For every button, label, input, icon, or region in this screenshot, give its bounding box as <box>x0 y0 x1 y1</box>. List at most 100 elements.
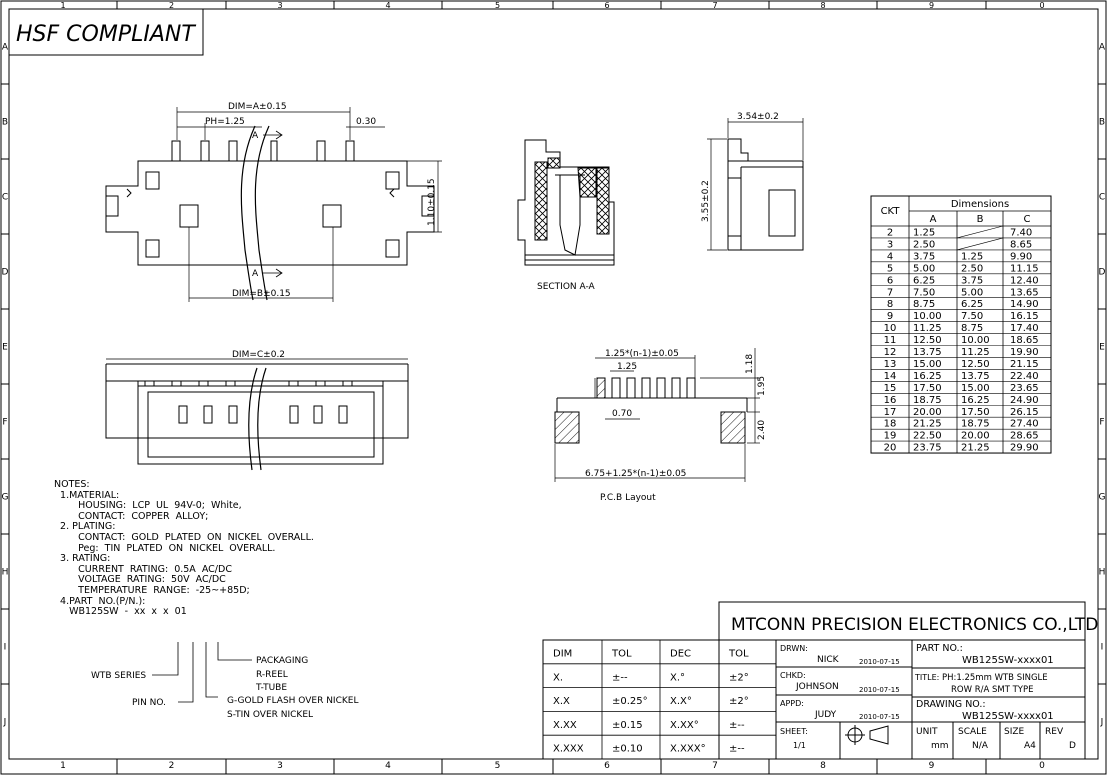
zone-row-label-left: H <box>2 568 9 578</box>
zone-row-label-right: J <box>1100 718 1104 728</box>
company-name: MTCONN PRECISION ELECTRONICS CO.,LTD <box>731 615 1098 635</box>
pcb-dim-118: 1.18 <box>745 354 755 374</box>
drwn-label: DRWN: <box>780 644 808 653</box>
pcb-dim-top: 1.25*(n-1)±0.05 <box>605 349 679 359</box>
dim-a-cell: 7.50 <box>913 287 935 298</box>
title-line1: PH:1.25mm WTB SINGLE <box>942 673 1048 683</box>
unit-label: UNIT <box>916 727 938 737</box>
notes-line: TEMPERATURE RANGE: -25~+85D; <box>54 584 250 596</box>
tolerance-cell: X.XXX <box>553 744 584 755</box>
dim-a-cell: 10.00 <box>913 311 942 322</box>
pcb-labels: 1.25*(n-1)±0.05 1.25 1.18 1.95 0.70 2.40… <box>585 349 767 503</box>
dim-b-cell: 12.50 <box>961 359 990 370</box>
top-view-labels: DIM=A±0.15 PH=1.25 0.30 A A 1.10±0.15 DI… <box>205 102 437 299</box>
pin-width-label: 0.30 <box>356 117 376 127</box>
pitch-label: PH=1.25 <box>205 117 245 127</box>
dimensions-col-header: C <box>1024 214 1031 225</box>
dim-b-label: DIM=B±0.15 <box>232 289 291 299</box>
ckt-cell: 10 <box>884 323 897 334</box>
side-height-label: 3.55±0.2 <box>701 180 711 222</box>
pcb-layout-label: P.C.B Layout <box>600 493 656 503</box>
zone-col-label-bottom: 4 <box>385 761 391 771</box>
sheet-value: 1/1 <box>793 741 806 750</box>
zone-row-label-right: I <box>1101 643 1104 653</box>
tolerance-cell: X.XX <box>553 720 577 731</box>
dim-a-cell: 22.50 <box>913 431 942 442</box>
ckt-cell: 11 <box>884 335 897 346</box>
pcb-dim-195: 1.95 <box>757 376 767 396</box>
chkd-name: JOHNSON <box>795 682 839 692</box>
zone-col-label-bottom: 8 <box>820 761 826 771</box>
zone-col-label-top: 5 <box>495 1 500 10</box>
part-number-legend-labels: WTB SERIES PIN NO. PACKAGING R-REEL T-TU… <box>91 656 358 720</box>
zone-row-label-left: A <box>2 43 9 53</box>
tolerance-header: TOL <box>611 648 632 659</box>
zone-row-label-right: G <box>1099 493 1106 503</box>
ckt-cell: 6 <box>887 275 893 286</box>
zone-row-label-left: D <box>2 268 9 278</box>
ckt-cell: 13 <box>884 359 897 370</box>
dim-b-cell: 15.00 <box>961 383 990 394</box>
t-tube-label: T-TUBE <box>255 683 287 693</box>
rev-label: REV <box>1045 727 1064 737</box>
pin-no-label: PIN NO. <box>132 698 166 708</box>
pcb-dim-bottom: 6.75+1.25*(n-1)±0.05 <box>585 469 686 479</box>
dim-a-cell: 2.50 <box>913 239 935 250</box>
notes-line: CURRENT RATING: 0.5A AC/DC <box>54 563 232 575</box>
chkd-label: CHKD: <box>780 671 806 680</box>
wtb-series-label: WTB SERIES <box>91 671 146 681</box>
dim-c-cell: 14.90 <box>1010 299 1039 310</box>
notes-line: 2. PLATING: <box>54 521 116 533</box>
size-value: A4 <box>1024 741 1036 751</box>
zone-row-label-left: E <box>2 343 8 353</box>
pcb-pitch: 1.25 <box>617 362 637 372</box>
packaging-label: PACKAGING <box>256 656 308 666</box>
ckt-cell: 15 <box>884 383 897 394</box>
s-tin-label: S-TIN OVER NICKEL <box>227 710 313 720</box>
dim-c-cell: 18.65 <box>1010 335 1039 346</box>
tolerance-cell: ±0.10 <box>612 744 643 755</box>
tolerance-cell: ±-- <box>612 672 628 683</box>
dim-a-cell: 16.25 <box>913 371 942 382</box>
ckt-cell: 14 <box>884 371 897 382</box>
dim-b-cell: 8.75 <box>961 323 983 334</box>
zone-row-label-left: C <box>2 193 8 203</box>
top-view <box>105 107 442 302</box>
tolerance-header: DIM <box>553 648 572 659</box>
ckt-cell: 8 <box>887 299 893 310</box>
notes-line: CONTACT: GOLD PLATED ON NICKEL OVERALL. <box>54 531 314 543</box>
section-mark-bottom: A <box>252 269 259 279</box>
ckt-cell: 7 <box>887 287 893 298</box>
dim-c-cell: 23.65 <box>1010 383 1039 394</box>
tolerance-cell: X.X <box>553 696 570 707</box>
ckt-cell: 9 <box>887 311 893 322</box>
pcb-pad-width: 0.70 <box>612 409 632 419</box>
zone-row-label-left: I <box>4 643 7 653</box>
zone-col-label-top: 9 <box>929 1 934 10</box>
dim-c-cell: 12.40 <box>1010 275 1039 286</box>
dim-a-cell: 12.50 <box>913 335 942 346</box>
ckt-cell: 2 <box>887 228 893 239</box>
zone-row-label-right: E <box>1099 343 1105 353</box>
title-block <box>718 601 1086 760</box>
ckt-cell: 3 <box>887 239 893 250</box>
tolerance-header: TOL <box>728 648 749 659</box>
notes-line: CONTACT: COPPER ALLOY; <box>54 510 209 522</box>
front-view <box>105 358 409 471</box>
dim-b-cell: 6.25 <box>961 299 983 310</box>
g-flash-label: G-GOLD FLASH OVER NICKEL <box>227 696 358 706</box>
dim-c-cell: 24.90 <box>1010 395 1039 406</box>
zone-col-label-bottom: 7 <box>712 761 718 771</box>
dim-b-cell: 11.25 <box>961 347 990 358</box>
zone-col-label-top: 7 <box>712 1 717 10</box>
pcb-layout <box>554 348 760 482</box>
pcb-dim-240: 2.40 <box>757 420 767 440</box>
dim-b-cell: 16.25 <box>961 395 990 406</box>
notes-line: 3. RATING: <box>54 553 111 565</box>
title-block-text: MTCONN PRECISION ELECTRONICS CO.,LTD DRW… <box>731 615 1098 751</box>
notes-line: 1.MATERIAL: <box>54 489 120 501</box>
ckt-cell: 16 <box>884 395 897 406</box>
dim-a-cell: 20.00 <box>913 407 942 418</box>
